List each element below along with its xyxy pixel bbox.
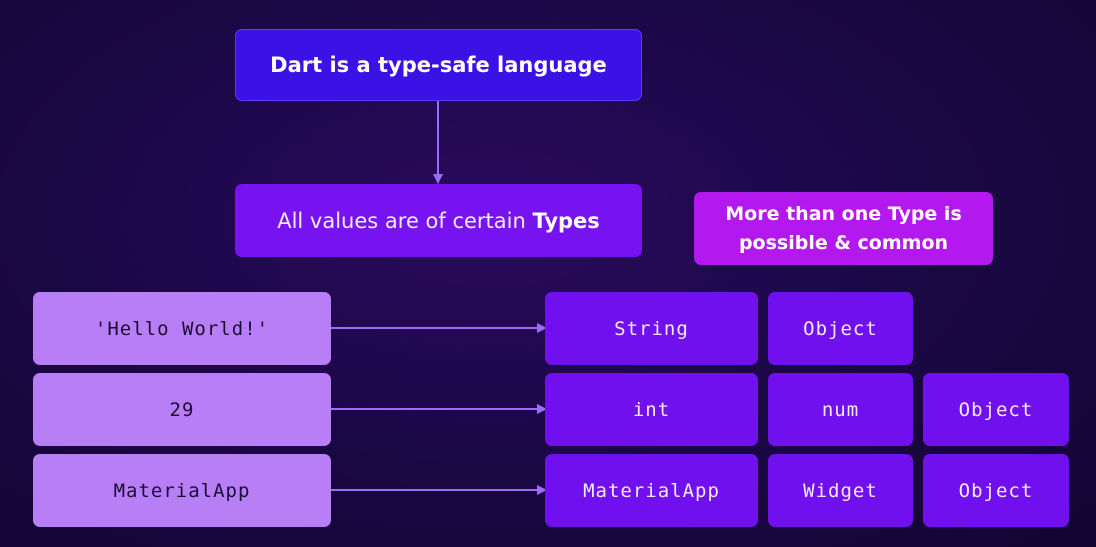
type-box-material-app: MaterialApp — [545, 454, 758, 527]
type-text: String — [614, 317, 689, 340]
value-box-hello-world: 'Hello World!' — [33, 292, 331, 365]
statement-box: All values are of certain Types — [235, 184, 642, 257]
title-box: Dart is a type-safe language — [235, 29, 642, 101]
note-box: More than one Type is possible & common — [694, 192, 993, 265]
type-text: int — [632, 398, 671, 421]
type-text: Object — [958, 398, 1034, 421]
statement-prefix: All values are of certain — [277, 208, 533, 233]
value-text: 29 — [169, 398, 195, 421]
statement-text: All values are of certain Types — [277, 209, 600, 233]
title-text: Dart is a type-safe language — [270, 53, 607, 77]
type-text: Widget — [803, 479, 878, 502]
value-text: MaterialApp — [113, 479, 251, 502]
type-box-object: Object — [923, 454, 1069, 527]
type-box-widget: Widget — [768, 454, 913, 527]
type-text: MaterialApp — [583, 479, 720, 502]
value-text: 'Hello World!' — [94, 317, 270, 340]
note-line-2: possible & common — [738, 231, 949, 254]
value-box-29: 29 — [33, 373, 331, 446]
type-box-string: String — [545, 292, 758, 365]
type-box-int: int — [545, 373, 758, 446]
value-box-material-app: MaterialApp — [33, 454, 331, 527]
type-box-object: Object — [923, 373, 1069, 446]
type-text: Object — [803, 317, 878, 340]
note-line-1: More than one Type is — [725, 202, 962, 225]
type-text: num — [821, 398, 860, 421]
type-box-object: Object — [768, 292, 913, 365]
note-text: More than one Type is possible & common — [725, 200, 962, 258]
type-text: Object — [958, 479, 1034, 502]
statement-emphasis: Types — [532, 208, 600, 233]
type-box-num: num — [768, 373, 913, 446]
